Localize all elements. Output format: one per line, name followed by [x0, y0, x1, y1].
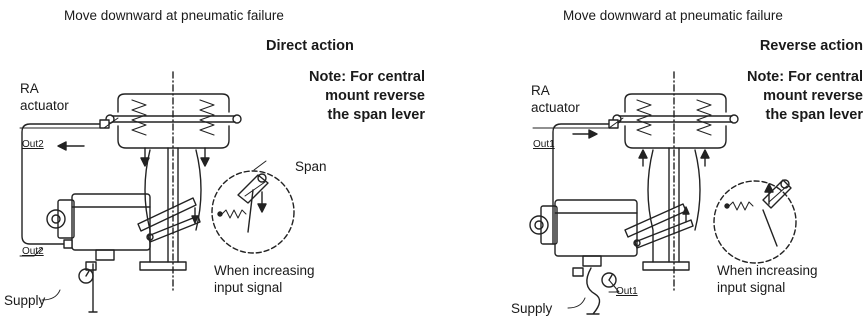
feedback-lever: [624, 203, 694, 249]
yoke-base: [642, 261, 690, 271]
note-line: the span lever: [765, 107, 863, 123]
action-title: Reverse action: [759, 38, 863, 54]
increasing-label-line: input signal: [717, 280, 786, 295]
out-label-top: Out1: [533, 139, 555, 150]
flow-arrow-left: [57, 141, 85, 151]
note: Note: For central mount reverse the span…: [747, 68, 863, 125]
reverse-action-panel: Move downward at pneumatic failure Rever…: [433, 0, 866, 324]
actuator-label-line: RA: [20, 81, 39, 96]
reverse-action-diagram: [529, 71, 797, 315]
note-line: the span lever: [327, 107, 425, 123]
flow-arrow-right: [572, 129, 598, 139]
gauge-icon: [601, 272, 617, 288]
note-line: mount reverse: [763, 88, 863, 104]
note-line: mount reverse: [325, 88, 425, 104]
supply-label: Supply: [4, 293, 46, 308]
span-label: Span: [295, 159, 327, 174]
actuator-label-line: actuator: [20, 98, 69, 113]
caption: Move downward at pneumatic failure: [64, 8, 284, 23]
output-pipe-top: [552, 119, 619, 245]
increasing-label-line: When increasing: [717, 263, 818, 278]
supply-pipe: [586, 267, 601, 315]
direct-action-panel: Move downward at pneumatic failure Direc…: [4, 8, 425, 313]
positioner-body: [529, 199, 638, 277]
stroke-arrows-down: [140, 147, 210, 224]
supply-label: Supply: [511, 301, 553, 316]
actuator-label-line: RA: [531, 83, 550, 98]
leader-lines: [19, 117, 267, 301]
note-line: Note: For central: [308, 69, 425, 85]
increasing-label: When increasing input signal: [717, 262, 818, 296]
actuator-springs: [131, 99, 215, 136]
actuator-stem: [668, 71, 680, 293]
leader-lines: [532, 117, 624, 309]
span-adjust-arrow: [257, 191, 267, 213]
actuator-stem: [167, 71, 179, 293]
feedback-lever: [137, 197, 201, 243]
actuator-housing: [612, 93, 739, 149]
increasing-label-line: When increasing: [214, 263, 315, 278]
note: Note: For central mount reverse the span…: [309, 68, 425, 125]
actuator-springs: [636, 99, 712, 136]
out-label-bottom: Out1: [616, 286, 638, 297]
yoke: [647, 149, 701, 263]
span-detail: [211, 170, 295, 254]
yoke-base: [139, 261, 187, 271]
span-adjust-arrow: [764, 183, 774, 205]
supply-pipe: [88, 263, 98, 313]
increasing-label: When increasing input signal: [214, 262, 315, 296]
note-line: Note: For central: [746, 69, 863, 85]
action-title: Direct action: [266, 38, 354, 54]
caption: Move downward at pneumatic failure: [563, 8, 783, 23]
actuator-label-line: actuator: [531, 100, 580, 115]
direct-action-diagram: [19, 71, 295, 313]
actuator-label: RA actuator: [531, 82, 580, 116]
positioner-body: [46, 193, 151, 271]
out-label-bottom: Out2: [22, 246, 44, 257]
increasing-label-line: input signal: [214, 280, 283, 295]
span-detail: [713, 179, 797, 264]
out-label-top: Out2: [22, 139, 44, 150]
gauge-icon: [78, 268, 94, 284]
actuator-label: RA actuator: [20, 80, 69, 114]
